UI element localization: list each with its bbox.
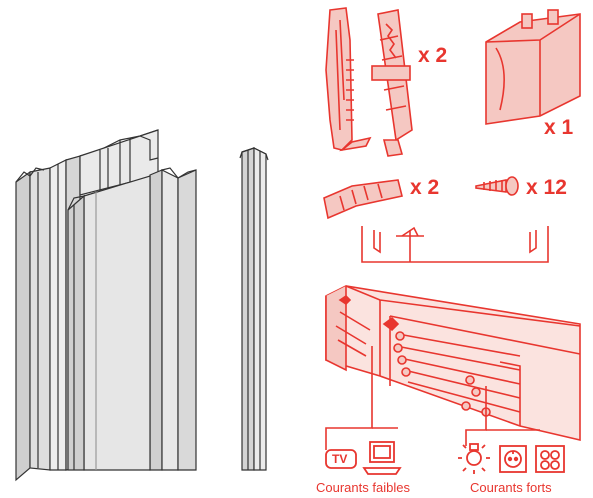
wall-plug-part xyxy=(323,179,403,220)
end-cap-part xyxy=(485,9,581,125)
wall-plugs-quantity: x 2 xyxy=(410,176,440,199)
double-socket-icon xyxy=(535,445,565,473)
end-cap-quantity: x 1 xyxy=(544,116,574,139)
clip-part-left xyxy=(325,7,372,152)
callout-lines xyxy=(325,346,540,450)
computer-icon xyxy=(362,441,402,475)
separator-profile xyxy=(239,147,269,471)
light-bulb-icon xyxy=(458,443,490,474)
weak-currents-label: Courants faibles xyxy=(316,480,410,495)
clip-part-right xyxy=(371,9,413,157)
tv-icon xyxy=(325,449,357,469)
trunking-cover-profile xyxy=(67,175,151,471)
clips-quantity: x 2 xyxy=(418,44,448,67)
cross-section-drawing xyxy=(361,226,549,263)
trunking-installed-view xyxy=(325,285,581,442)
socket-icon xyxy=(499,445,527,473)
screw-part xyxy=(475,176,519,196)
screws-quantity: x 12 xyxy=(526,176,567,199)
tv-label: TV xyxy=(332,452,348,466)
strong-currents-label: Courants forts xyxy=(470,480,552,495)
